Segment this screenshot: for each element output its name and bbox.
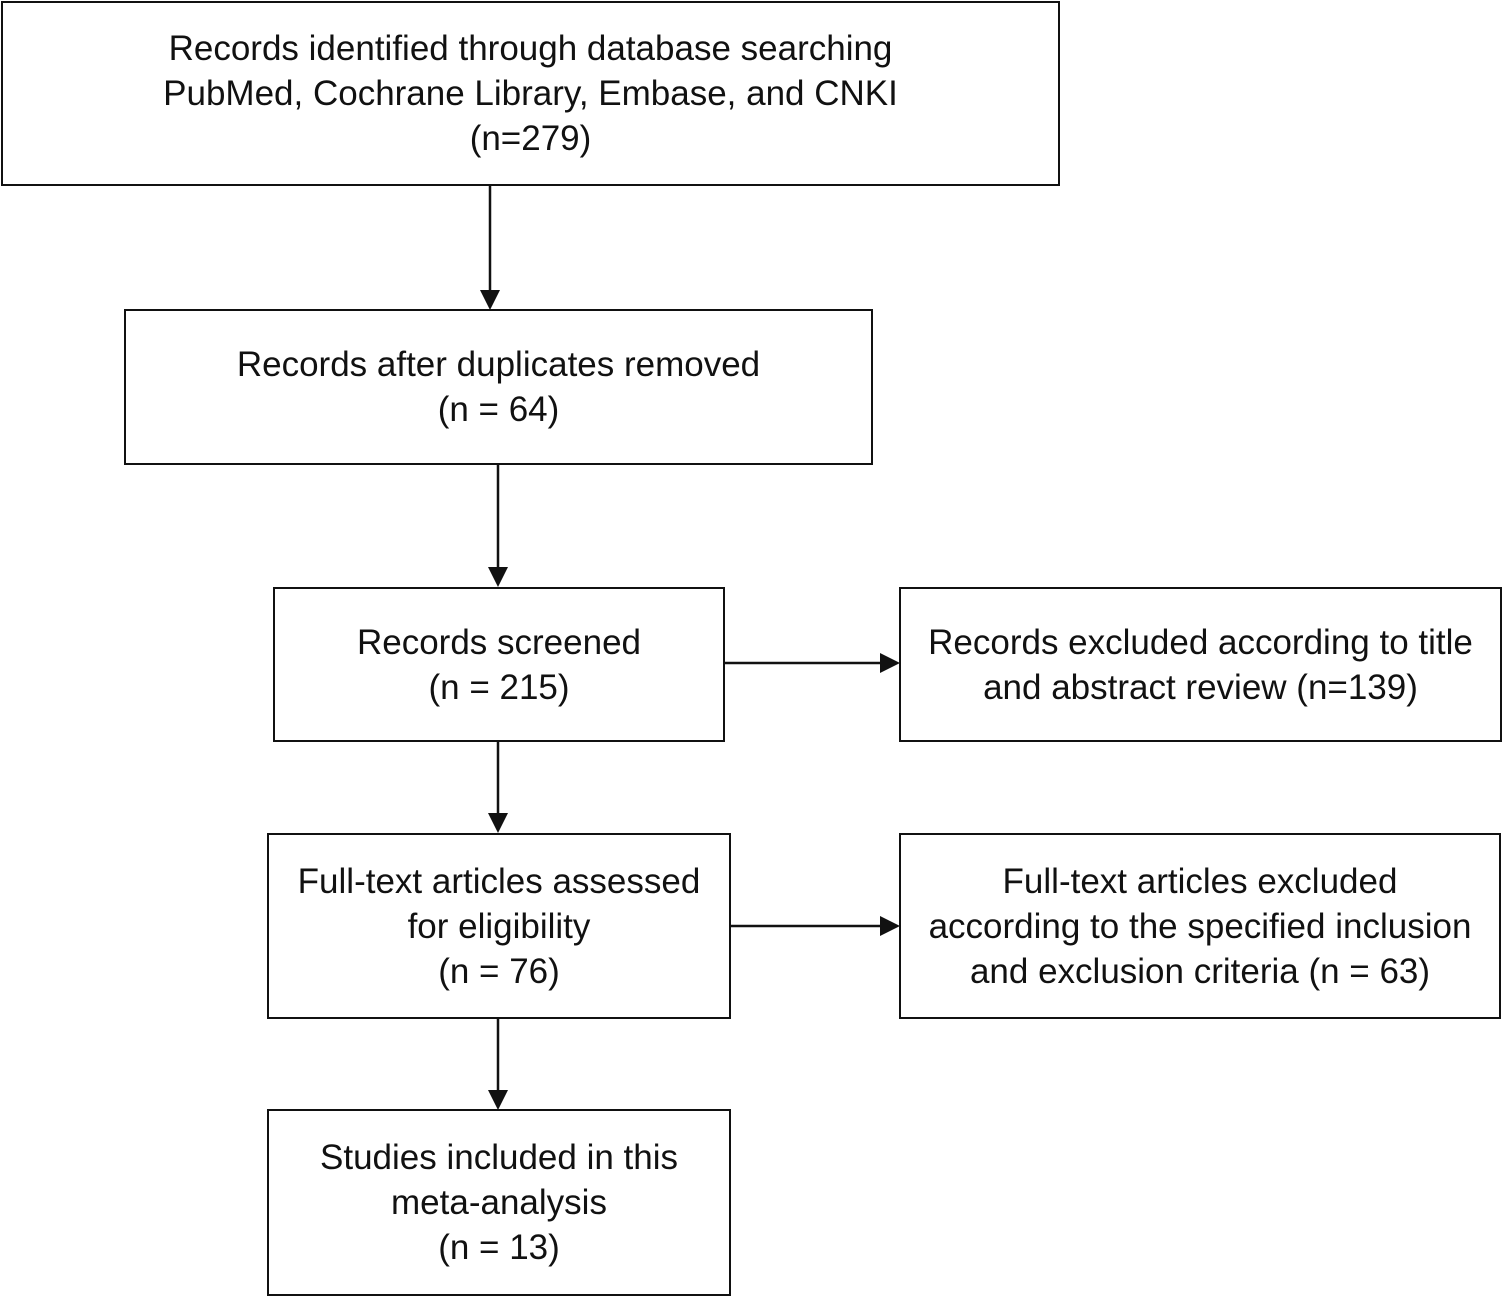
box-fulltext-excluded-line1: Full-text articles excluded: [1002, 861, 1398, 901]
box-records-screened-count: (n = 215): [428, 667, 570, 707]
box-records-screened-line1: Records screened: [356, 622, 642, 662]
arrow-screened-to-fulltext: [488, 741, 508, 833]
box-records-identified-line2: PubMed, Cochrane Library, Embase, and CN…: [163, 74, 898, 113]
box-duplicates-removed-count: (n = 64): [437, 390, 560, 429]
box-fulltext-excluded: Full-text articles excluded according to…: [899, 833, 1501, 1019]
box-fulltext-assessed-line2: for eligibility: [407, 906, 591, 946]
box-studies-included-line2: meta-analysis: [391, 1183, 607, 1222]
box-fulltext-assessed-count: (n = 76): [438, 951, 560, 991]
box-fulltext-excluded-line2: according to the specified inclusion: [928, 906, 1472, 946]
box-fulltext-excluded-line3: and exclusion criteria (n = 63): [969, 951, 1431, 991]
box-records-identified-count: (n=279): [469, 119, 592, 158]
arrow-duplicates-to-screened: [488, 464, 508, 587]
arrow-identified-to-duplicates: [480, 185, 500, 310]
box-records-excluded-line1: Records excluded according to title: [928, 622, 1473, 662]
arrow-fulltext-to-included: [488, 1019, 508, 1110]
box-records-excluded: Records excluded according to title and …: [899, 587, 1502, 742]
box-studies-included: Studies included in this meta-analysis (…: [267, 1109, 731, 1296]
box-records-identified-line1: Records identified through database sear…: [168, 29, 893, 68]
box-duplicates-removed: Records after duplicates removed (n = 64…: [124, 309, 873, 465]
box-fulltext-assessed-line1: Full-text articles assessed: [297, 861, 701, 901]
box-records-excluded-line2: and abstract review (n=139): [983, 667, 1418, 707]
arrow-fulltext-to-excluded: [731, 916, 900, 936]
box-fulltext-assessed: Full-text articles assessed for eligibil…: [267, 833, 731, 1019]
box-studies-included-count: (n = 13): [438, 1228, 560, 1267]
box-records-identified: Records identified through database sear…: [1, 1, 1060, 186]
box-duplicates-removed-line1: Records after duplicates removed: [236, 345, 761, 384]
arrow-screened-to-excluded: [725, 653, 900, 673]
box-studies-included-line1: Studies included in this: [320, 1138, 678, 1177]
box-records-screened: Records screened (n = 215): [273, 587, 725, 742]
